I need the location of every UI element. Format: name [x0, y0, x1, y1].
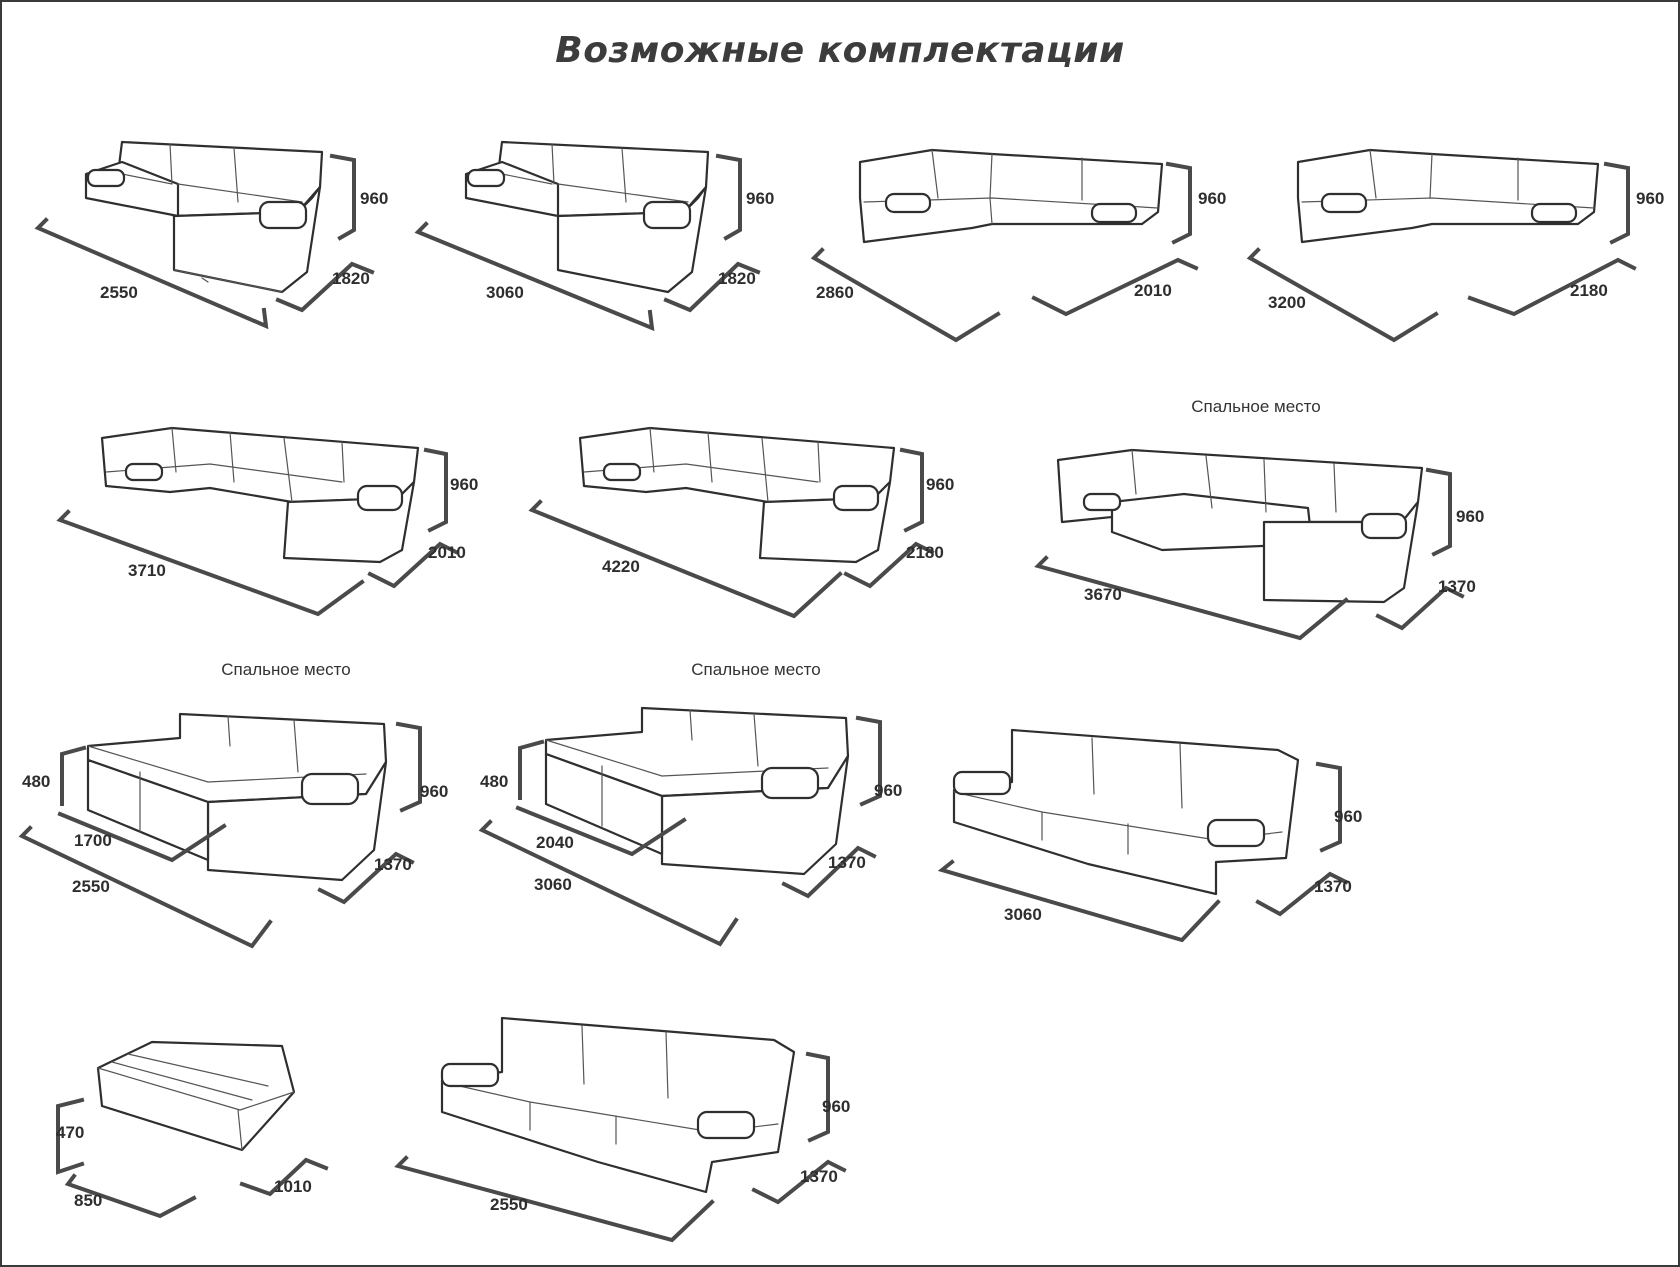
config-9-drawing	[544, 706, 850, 876]
c8-width: 2550	[72, 877, 110, 896]
c2-height: 960	[746, 189, 774, 208]
config-9-dimensions	[478, 715, 882, 947]
c7-height: 960	[1456, 507, 1484, 526]
config-10-drawing	[952, 728, 1300, 896]
config-12-drawing	[440, 1016, 796, 1194]
c4-width: 3200	[1268, 293, 1306, 312]
c3-depth: 2010	[1134, 281, 1172, 300]
config-5-drawing	[100, 426, 420, 564]
c6-height: 960	[926, 475, 954, 494]
c7-depth: 1370	[1438, 577, 1476, 596]
config-7-drawing	[1056, 448, 1424, 604]
config-11-dimensions	[56, 1097, 329, 1219]
c9-depth: 1370	[828, 853, 866, 872]
c10-depth: 1370	[1314, 877, 1352, 896]
c9-sleep-length: 2040	[536, 833, 574, 852]
c12-width: 2550	[490, 1195, 528, 1214]
config-4-dimensions	[1246, 161, 1637, 343]
sleep-label-config-7: Спальное место	[1191, 397, 1320, 416]
c5-depth: 2010	[428, 543, 466, 562]
config-8-dimensions	[18, 721, 422, 949]
c9-height: 960	[874, 781, 902, 800]
c8-height: 960	[420, 782, 448, 801]
c8-depth: 1370	[374, 855, 412, 874]
c10-width: 3060	[1004, 905, 1042, 924]
config-12-dimensions	[394, 1051, 847, 1243]
config-6-dimensions	[528, 447, 935, 619]
config-4-drawing	[1296, 148, 1600, 244]
c2-depth: 1820	[718, 269, 756, 288]
config-3-dimensions	[810, 161, 1199, 343]
c4-depth: 2180	[1570, 281, 1608, 300]
c5-width: 3710	[128, 561, 166, 580]
c11-depth: 1010	[274, 1177, 312, 1196]
c6-depth: 2180	[906, 543, 944, 562]
c11-width: 850	[74, 1191, 102, 1210]
c12-height: 960	[822, 1097, 850, 1116]
c2-width: 3060	[486, 283, 524, 302]
config-11-drawing	[96, 1040, 296, 1152]
c4-height: 960	[1636, 189, 1664, 208]
sleeping-place-labels: Спальное место Спальное место Спальное м…	[221, 397, 1320, 679]
c9-seat-height: 480	[480, 772, 508, 791]
dimension-labels: 960 1820 2550 960 1820 3060 960 2010 286…	[22, 189, 1664, 1214]
sleep-label-config-8: Спальное место	[221, 660, 350, 679]
config-8-drawing	[86, 712, 388, 882]
c1-width: 2550	[100, 283, 138, 302]
config-2-dimensions	[414, 153, 761, 332]
config-1-drawing	[84, 140, 324, 294]
c5-height: 960	[450, 475, 478, 494]
c3-height: 960	[1198, 189, 1226, 208]
config-1-dimensions	[34, 153, 375, 330]
c10-height: 960	[1334, 807, 1362, 826]
c3-width: 2860	[816, 283, 854, 302]
config-3-drawing	[858, 148, 1164, 244]
config-2-drawing	[464, 140, 710, 294]
c8-seat-height: 480	[22, 772, 50, 791]
config-6-drawing	[578, 426, 896, 564]
c6-width: 4220	[602, 557, 640, 576]
sleep-label-config-9: Спальное место	[691, 660, 820, 679]
c12-depth: 1370	[800, 1167, 838, 1186]
config-10-dimensions	[937, 761, 1349, 943]
c8-sleep-length: 1700	[74, 831, 112, 850]
page-title: Возможные комплектации	[555, 30, 1125, 71]
c1-height: 960	[360, 189, 388, 208]
config-7-dimensions	[1034, 467, 1465, 641]
config-5-dimensions	[56, 447, 459, 617]
c11-height: 470	[56, 1123, 84, 1142]
c7-width: 3670	[1084, 585, 1122, 604]
c9-width: 3060	[534, 875, 572, 894]
c1-depth: 1820	[332, 269, 370, 288]
